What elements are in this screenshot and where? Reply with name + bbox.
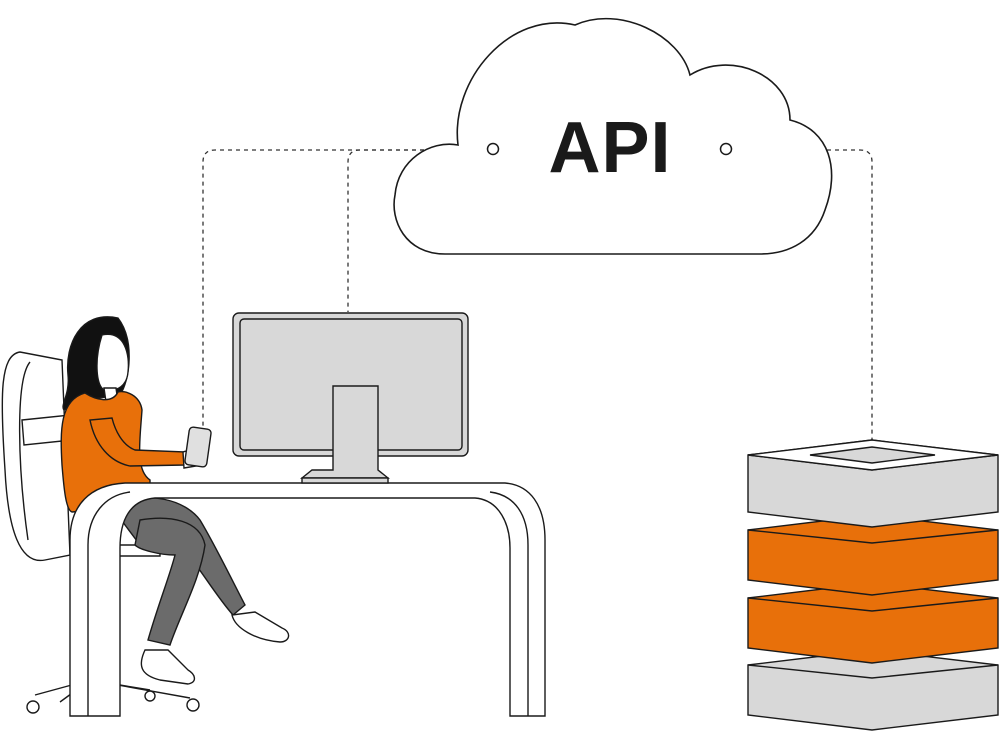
chair-icon bbox=[1, 351, 200, 714]
connector-phone bbox=[202, 149, 488, 428]
cloud-port-left bbox=[486, 142, 500, 156]
desk-icon bbox=[69, 482, 546, 717]
person-icon bbox=[60, 316, 290, 685]
smartphone-icon bbox=[184, 426, 212, 468]
cloud-icon bbox=[393, 17, 833, 255]
connector-database bbox=[731, 149, 873, 455]
connector-lines bbox=[202, 149, 873, 455]
connector-monitor bbox=[347, 149, 488, 312]
cloud-port-right bbox=[719, 142, 733, 156]
cloud-label-api: API bbox=[548, 108, 672, 188]
db-layer-top bbox=[747, 439, 999, 528]
monitor-icon bbox=[232, 312, 469, 484]
database-server-icon bbox=[747, 439, 999, 731]
